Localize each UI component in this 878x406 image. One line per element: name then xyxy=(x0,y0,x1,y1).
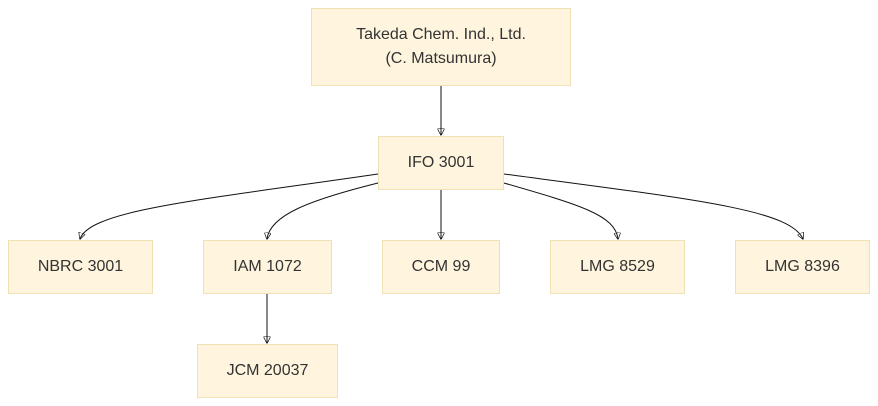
node-takeda: Takeda Chem. Ind., Ltd. (C. Matsumura) xyxy=(311,8,571,86)
node-lmg-8529: LMG 8529 xyxy=(550,240,685,294)
node-ifo-3001: IFO 3001 xyxy=(378,136,504,190)
node-takeda-line1: Takeda Chem. Ind., Ltd. xyxy=(356,26,526,43)
node-iam-1072-label: IAM 1072 xyxy=(233,258,302,275)
node-nbrc-3001-label: NBRC 3001 xyxy=(37,258,124,275)
edge-ifo-to-iam xyxy=(267,182,379,239)
node-ccm-99-label: CCM 99 xyxy=(411,258,471,275)
node-jcm-20037: JCM 20037 xyxy=(197,344,338,398)
node-lmg-8396-label: LMG 8396 xyxy=(765,258,840,275)
node-jcm-20037-label: JCM 20037 xyxy=(226,362,309,379)
node-nbrc-3001: NBRC 3001 xyxy=(8,240,153,294)
edge-ifo-to-nbrc xyxy=(80,173,379,239)
node-iam-1072: IAM 1072 xyxy=(203,240,332,294)
edge-ifo-to-lmg8396 xyxy=(503,173,803,239)
edge-ifo-to-lmg8529 xyxy=(503,182,618,239)
node-lmg-8529-label: LMG 8529 xyxy=(580,258,655,275)
node-ifo-3001-label: IFO 3001 xyxy=(407,154,475,171)
node-lmg-8396: LMG 8396 xyxy=(735,240,870,294)
node-ccm-99: CCM 99 xyxy=(382,240,500,294)
node-takeda-line2: (C. Matsumura) xyxy=(385,50,497,67)
